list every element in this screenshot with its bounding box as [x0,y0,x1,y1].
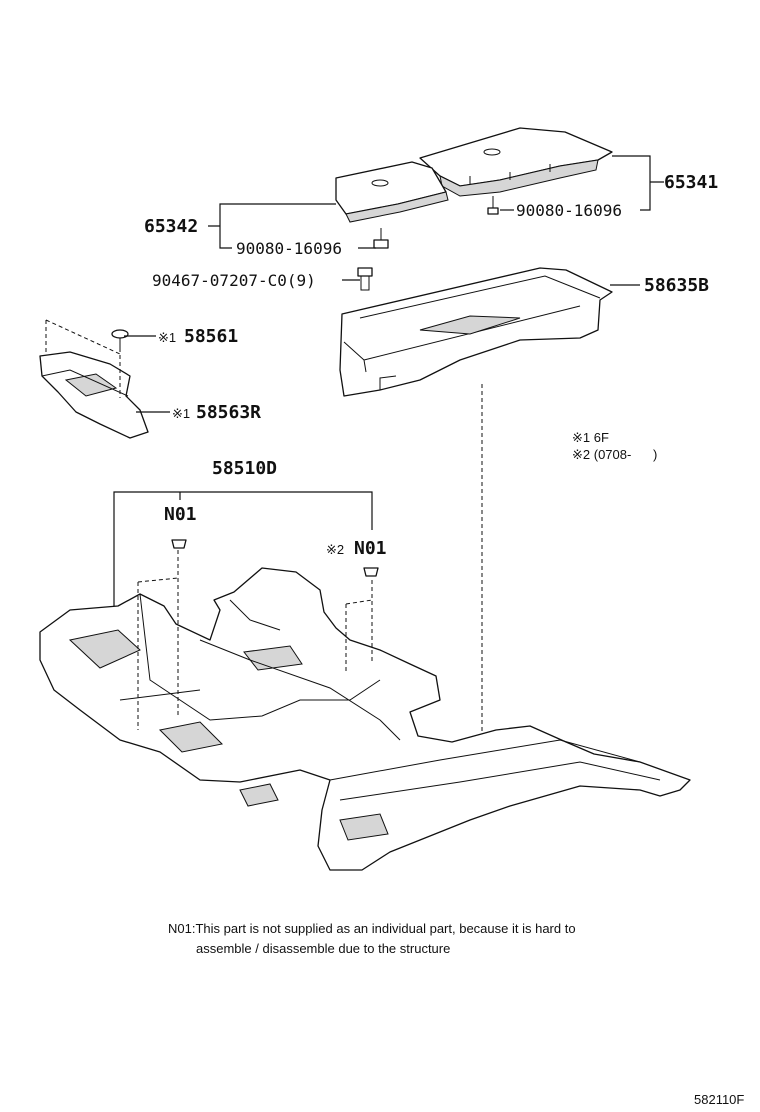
label-bolt-left: 90080-16096 [236,239,342,258]
note-line-1: N01:This part is not supplied as an indi… [168,921,576,936]
mat-58635b-illustration [339,267,613,397]
mark-1-a: ※1 [158,330,176,345]
note-line-2: assemble / disassemble due to the struct… [196,941,450,956]
clip-58561-icon [111,329,129,348]
label-58635b: 58635B [644,275,709,296]
leader-lines [113,155,664,606]
label-n01-left: N01 [164,504,197,525]
reference-code: 582110F [694,1092,744,1107]
label-bolt-right: 90080-16096 [516,201,622,220]
clip-icon [357,267,373,291]
cover-65341-illustration [419,127,613,197]
insulator-guide [45,319,121,398]
mark-2: ※2 [326,542,344,557]
bolt-right-icon [487,196,499,215]
legend-line-1: ※1 6F [572,430,609,445]
cover-65342-illustration [335,161,449,223]
label-58510d: 58510D [212,458,277,479]
n01-left-guide [137,550,179,730]
label-n01-right: N01 [354,538,387,559]
insulator-58563r-illustration [39,351,149,439]
n01-left-clip-icon [171,539,187,549]
n01-right-guide [345,580,373,674]
label-65342: 65342 [144,216,198,237]
label-clip: 90467-07207-C0(9) [152,271,316,290]
label-58563r: 58563R [196,402,261,423]
n01-right-clip-icon [363,567,379,577]
bolt-left-icon [373,228,389,249]
legend-line-2: ※2 (0708- ) [572,447,657,462]
mark-1-b: ※1 [172,406,190,421]
label-58561: 58561 [184,326,238,347]
carpet-58510d-illustration [39,567,691,871]
label-65341: 65341 [664,172,718,193]
